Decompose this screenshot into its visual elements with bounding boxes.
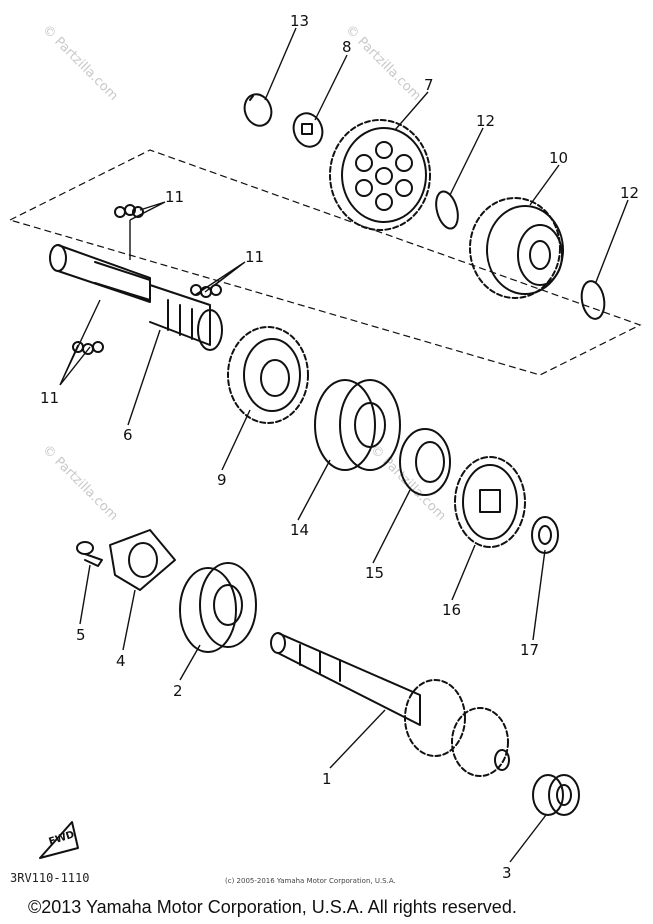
- part-2-bearing: [179, 562, 257, 653]
- watermark-middle-right: © Partzilla.com: [367, 442, 449, 524]
- fwd-label: FWD: [48, 829, 76, 848]
- callout-8: 8: [342, 38, 352, 56]
- footer-copyright: ©2013 Yamaha Motor Corporation, U.S.A. A…: [28, 897, 517, 917]
- watermark-middle-left: © Partzilla.com: [39, 442, 121, 524]
- callout-6: 6: [123, 426, 133, 444]
- callout-17: 17: [520, 641, 539, 659]
- part-16-sprocket: [454, 456, 526, 548]
- part-4-plate: [109, 529, 176, 591]
- callout-11-top: 11: [165, 188, 184, 206]
- ref-code: 3RV110-1110: [10, 871, 89, 885]
- part-14-bearing: [314, 379, 401, 471]
- callout-16: 16: [442, 601, 461, 619]
- part-8-washer: [292, 112, 324, 148]
- part-12-circlip-lower: [580, 280, 606, 320]
- part-5-bolt: [76, 541, 103, 567]
- leader-lines: [59, 27, 629, 863]
- callout-4: 4: [116, 652, 126, 670]
- callout-12-upper: 12: [476, 112, 495, 130]
- callout-11-right: 11: [245, 248, 264, 266]
- part-10-gear: [469, 197, 564, 299]
- assembly-outline: [8, 149, 642, 376]
- watermarks: © Partzilla.com © Partzilla.com © Partzi…: [39, 22, 449, 524]
- watermark-top-right: © Partzilla.com: [342, 22, 424, 104]
- callout-10: 10: [549, 149, 568, 167]
- callout-11-left: 11: [40, 389, 59, 407]
- part-12-circlip-upper: [435, 190, 459, 230]
- part-6-shaft: [49, 244, 223, 351]
- callout-13: 13: [290, 12, 309, 30]
- fwd-arrow: FWD: [39, 821, 79, 859]
- callout-2: 2: [173, 682, 183, 700]
- part-9-gear: [227, 326, 309, 424]
- callout-7: 7: [424, 76, 434, 94]
- watermark-top-left: © Partzilla.com: [39, 22, 121, 104]
- part-13-circlip: [243, 93, 273, 127]
- callout-5: 5: [76, 626, 86, 644]
- part-3-collar: [532, 774, 580, 816]
- callout-15: 15: [365, 564, 384, 582]
- small-copyright: (c) 2005-2016 Yamaha Motor Corporation, …: [225, 877, 396, 885]
- part-15-seal: [399, 428, 451, 496]
- part-17-washer: [531, 516, 559, 554]
- callouts: 13 8 7 12 10 12 11 11 11 6 9 14 15 16 17…: [40, 12, 639, 882]
- callout-14: 14: [290, 521, 309, 539]
- part-11-balls-top: [114, 204, 144, 218]
- callout-12-lower: 12: [620, 184, 639, 202]
- part-7-gear: [329, 119, 431, 231]
- part-1-shaft: [270, 632, 510, 777]
- callout-1: 1: [322, 770, 332, 788]
- callout-3: 3: [502, 864, 512, 882]
- callout-9: 9: [217, 471, 227, 489]
- part-11-balls-left: [72, 341, 104, 355]
